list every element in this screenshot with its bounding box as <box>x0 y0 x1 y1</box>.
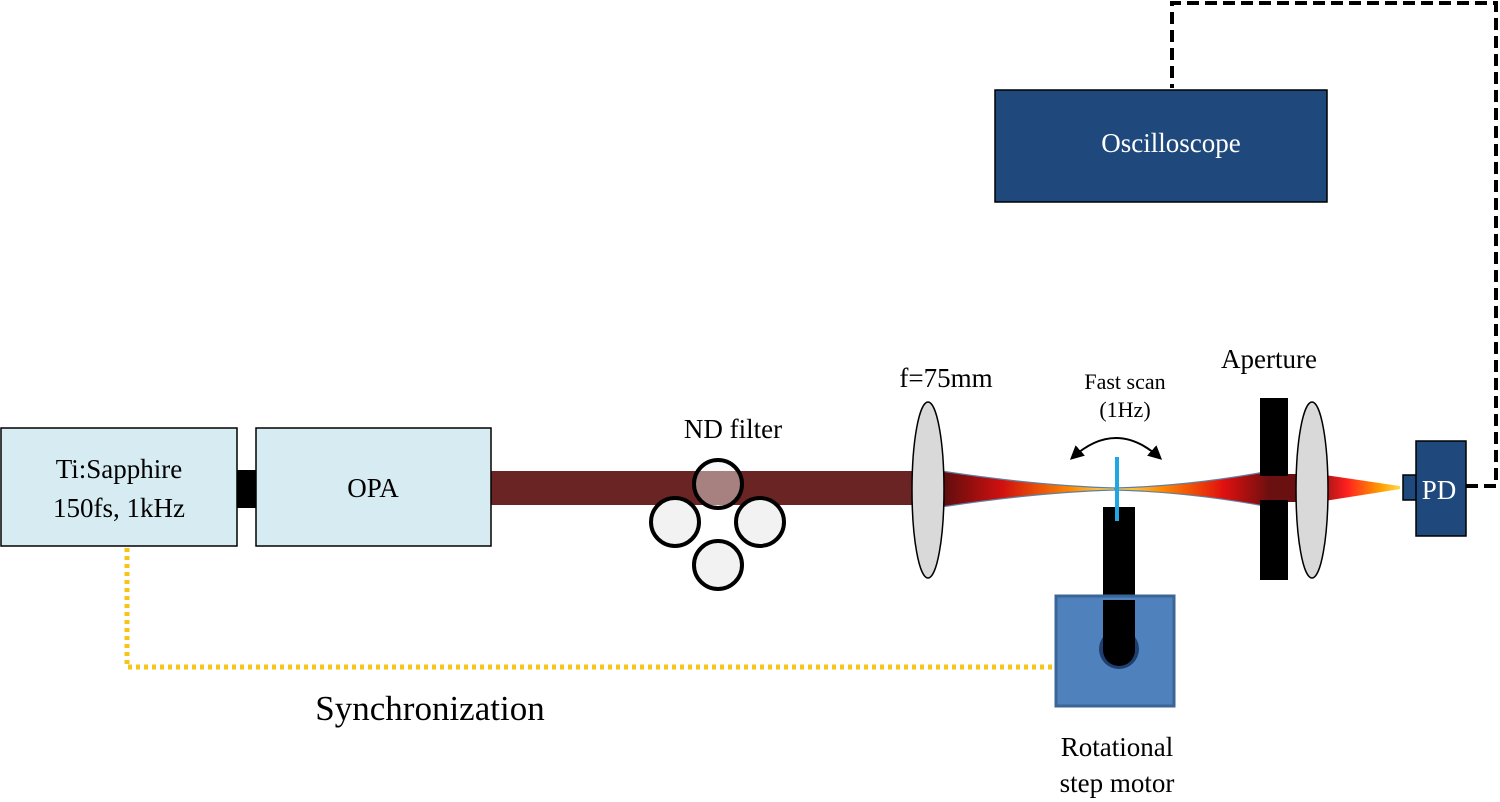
sync-line-dotted <box>124 548 1056 670</box>
sync-label: Synchronization <box>315 689 544 728</box>
opa-label: OPA <box>347 473 399 503</box>
aperture-upper <box>1260 398 1288 476</box>
nd-filter-bottom <box>692 539 744 591</box>
aperture-lower <box>1260 500 1288 580</box>
laser-label-line1: Ti:Sapphire <box>56 454 183 484</box>
lens-label: f=75mm <box>899 363 992 393</box>
photodiode-box <box>1415 440 1467 537</box>
focusing-lens <box>911 401 945 579</box>
laser-box <box>0 427 238 547</box>
focused-beam-converging <box>940 470 1116 508</box>
nd-filter-label: ND filter <box>684 414 782 444</box>
laser-beam <box>491 471 921 505</box>
motor-label-line1: Rotational <box>1061 732 1173 762</box>
motor-arm-lower <box>1103 600 1135 650</box>
opa-box <box>255 427 492 547</box>
fast-scan-label-line1: Fast scan <box>1084 369 1165 394</box>
laser-label-line2: 150fs, 1kHz <box>53 493 185 523</box>
motor-label-line2: step motor <box>1060 768 1175 798</box>
nd-filter-right <box>734 496 786 548</box>
aperture-label: Aperture <box>1221 344 1317 374</box>
photodiode-label: PD <box>1422 475 1457 505</box>
oscilloscope-box <box>994 89 1328 203</box>
signal-cable-dashed <box>1170 1 1498 488</box>
fast-scan-arrow <box>1069 437 1163 460</box>
laser-opa-connector <box>237 470 256 508</box>
focused-beam-diverging <box>1114 470 1271 508</box>
nd-filter-left <box>649 496 701 548</box>
fast-scan-label-line2: (1Hz) <box>1099 397 1150 422</box>
nd-filter-top <box>692 458 744 510</box>
photodiode-window <box>1402 474 1418 501</box>
output-beam <box>1318 474 1400 502</box>
collection-lens <box>1295 401 1329 579</box>
oscilloscope-label: Oscilloscope <box>1101 128 1240 158</box>
